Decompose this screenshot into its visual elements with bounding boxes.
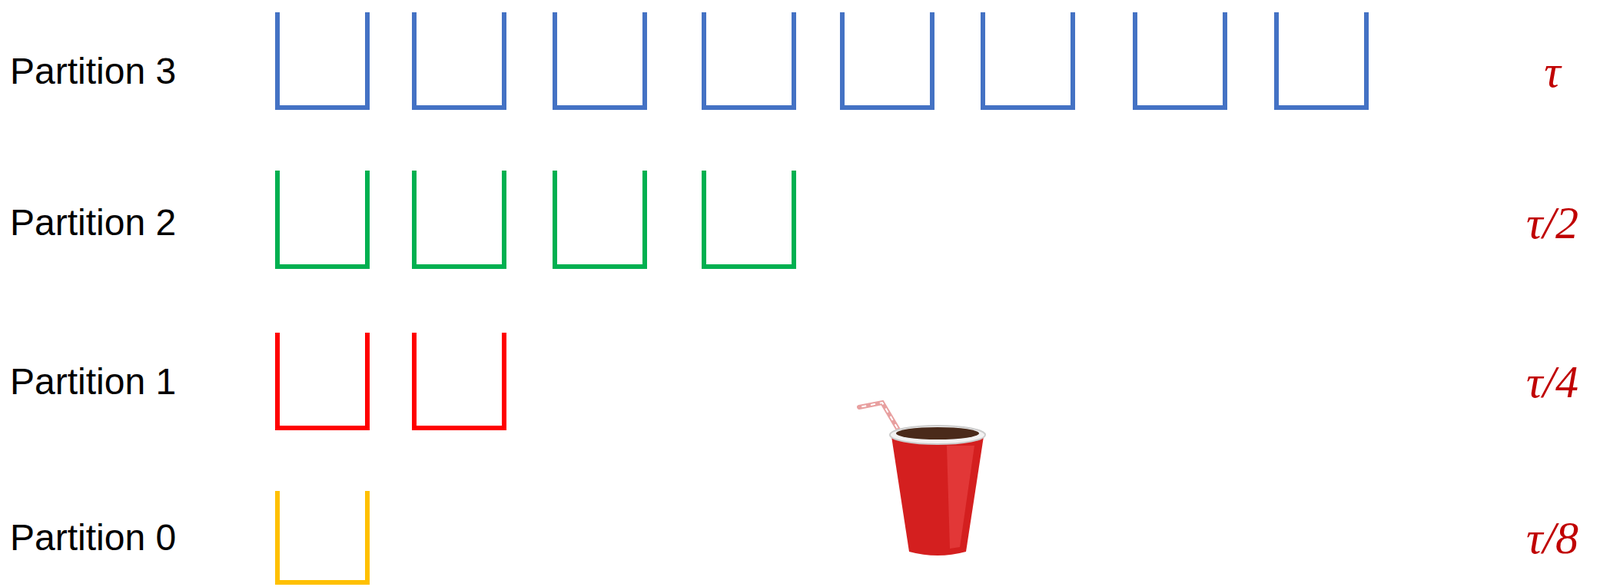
partition-label: Partition 3 xyxy=(9,51,176,93)
bucket xyxy=(1135,12,1225,108)
drink-ice xyxy=(896,427,980,440)
partition-3-cups xyxy=(277,12,1367,108)
bucket xyxy=(1276,12,1367,108)
partition-0-cups xyxy=(277,491,368,583)
time-label: τ xyxy=(1543,46,1561,97)
bucket xyxy=(277,170,368,267)
bucket xyxy=(982,12,1073,108)
cup-rim xyxy=(889,425,986,445)
bucket xyxy=(277,491,368,583)
partition-label: Partition 1 xyxy=(9,361,176,403)
bucket xyxy=(554,170,645,267)
time-label: τ/4 xyxy=(1526,356,1579,408)
cup-shine xyxy=(946,445,975,549)
bucket xyxy=(554,12,645,108)
time-label: τ/2 xyxy=(1526,197,1579,249)
partition-1-cups xyxy=(277,332,505,429)
bucket xyxy=(703,12,794,108)
bucket xyxy=(842,12,933,108)
bucket xyxy=(703,170,794,267)
bucket xyxy=(414,12,505,108)
cup-body xyxy=(891,436,984,556)
partition-2-cups xyxy=(277,170,794,267)
bucket xyxy=(277,332,368,429)
drink-cup-picture xyxy=(859,402,986,556)
partition-label: Partition 0 xyxy=(9,517,176,559)
bucket xyxy=(277,12,368,108)
bucket xyxy=(414,170,505,267)
bucket xyxy=(414,332,505,429)
time-label: τ/8 xyxy=(1526,512,1579,564)
partition-label: Partition 2 xyxy=(9,202,176,244)
